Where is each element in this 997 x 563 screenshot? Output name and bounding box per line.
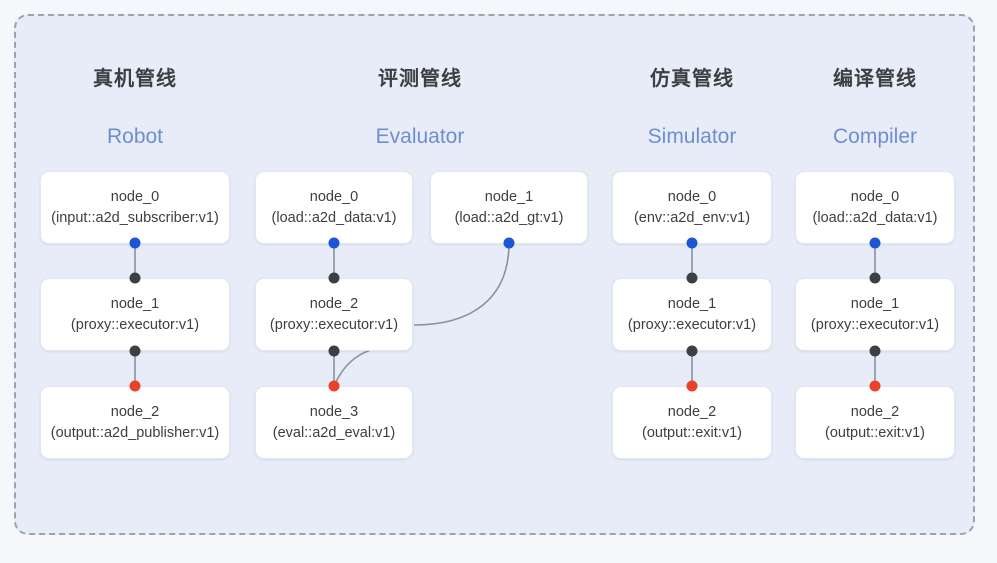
column-title-compiler: 编译管线 [833,68,917,90]
node-id: node_1 [667,295,717,312]
port-dot-input-robot-2[interactable] [129,380,141,392]
node-evaluator-gt[interactable]: node_1 (load::a2d_gt:v1) [430,171,588,244]
node-kind: (output::exit:v1) [825,424,925,441]
node-id: node_1 [850,295,900,312]
node-evaluator-2[interactable]: node_2 (proxy::executor:v1) [255,278,413,351]
node-kind: (load::a2d_gt:v1) [454,209,564,226]
port-dot-output-robot-0[interactable] [129,237,141,249]
node-kind: (env::a2d_env:v1) [633,209,751,226]
column-subtitle-evaluator: Evaluator [375,125,465,148]
node-id: node_2 [309,295,359,312]
column-title-robot: 真机管线 [93,68,177,90]
port-dot-input-robot-1[interactable] [129,272,141,284]
node-kind: (load::a2d_data:v1) [812,209,938,226]
node-id: node_1 [110,295,160,312]
column-subtitle-robot: Robot [106,125,164,148]
port-dot-input-evaluator-3[interactable] [328,380,340,392]
node-simulator-2[interactable]: node_2 (output::exit:v1) [612,386,772,459]
node-id: node_0 [850,188,900,205]
node-kind: (proxy::executor:v1) [627,316,757,333]
port-dot-output-evaluator-2[interactable] [328,345,340,357]
column-title-simulator: 仿真管线 [650,68,734,90]
node-robot-0[interactable]: node_0 (input::a2d_subscriber:v1) [40,171,230,244]
column-title-evaluator: 评测管线 [378,68,462,90]
port-dot-input-simulator-2[interactable] [686,380,698,392]
node-id: node_0 [110,188,160,205]
port-dot-output-compiler-0[interactable] [869,237,881,249]
node-kind: (output::a2d_publisher:v1) [50,424,220,441]
port-dot-input-compiler-2[interactable] [869,380,881,392]
column-subtitle-compiler: Compiler [832,125,918,148]
node-kind: (proxy::executor:v1) [269,316,399,333]
node-kind: (input::a2d_subscriber:v1) [51,209,219,226]
node-robot-2[interactable]: node_2 (output::a2d_publisher:v1) [40,386,230,459]
node-id: node_0 [309,188,359,205]
node-id: node_2 [110,403,160,420]
port-dot-output-simulator-0[interactable] [686,237,698,249]
node-evaluator-3[interactable]: node_3 (eval::a2d_eval:v1) [255,386,413,459]
node-robot-1[interactable]: node_1 (proxy::executor:v1) [40,278,230,351]
column-subtitle-simulator: Simulator [647,125,737,148]
node-kind: (output::exit:v1) [642,424,742,441]
node-compiler-0[interactable]: node_0 (load::a2d_data:v1) [795,171,955,244]
port-dot-input-evaluator-2[interactable] [328,272,340,284]
node-kind: (proxy::executor:v1) [70,316,200,333]
node-kind: (proxy::executor:v1) [810,316,940,333]
node-compiler-2[interactable]: node_2 (output::exit:v1) [795,386,955,459]
node-id: node_2 [850,403,900,420]
node-evaluator-0[interactable]: node_0 (load::a2d_data:v1) [255,171,413,244]
node-id: node_2 [667,403,717,420]
port-dot-output-robot-1[interactable] [129,345,141,357]
port-dot-output-evaluator-gt[interactable] [503,237,515,249]
node-simulator-1[interactable]: node_1 (proxy::executor:v1) [612,278,772,351]
node-id: node_1 [484,188,534,205]
node-simulator-0[interactable]: node_0 (env::a2d_env:v1) [612,171,772,244]
node-kind: (eval::a2d_eval:v1) [272,424,396,441]
node-id: node_3 [309,403,359,420]
node-id: node_0 [667,188,717,205]
port-dot-output-evaluator-0[interactable] [328,237,340,249]
port-dot-output-simulator-1[interactable] [686,345,698,357]
node-kind: (load::a2d_data:v1) [271,209,397,226]
port-dot-output-compiler-1[interactable] [869,345,881,357]
node-compiler-1[interactable]: node_1 (proxy::executor:v1) [795,278,955,351]
port-dot-input-compiler-1[interactable] [869,272,881,284]
port-dot-input-simulator-1[interactable] [686,272,698,284]
